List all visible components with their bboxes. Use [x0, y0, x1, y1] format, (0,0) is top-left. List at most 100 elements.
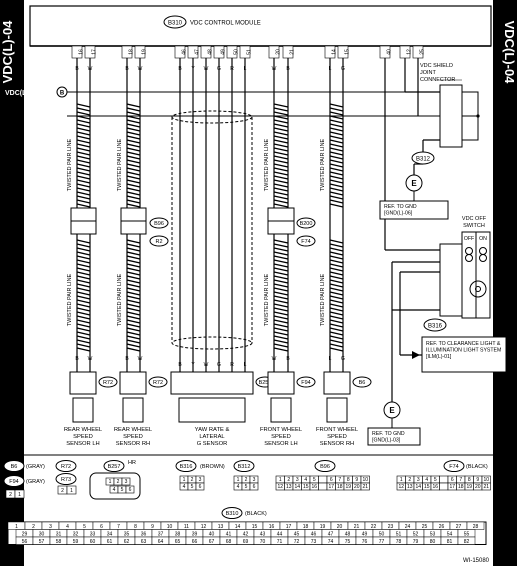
component-name: SENSOR RH [116, 441, 150, 447]
b310-pin: 5 [83, 524, 86, 530]
component-body [122, 397, 144, 423]
module-pin-number: 51 [247, 49, 253, 55]
pin-number: 6 [129, 487, 132, 493]
b310-pin: 67 [209, 539, 215, 545]
wire-color: L [329, 66, 332, 72]
pin-number: 10 [483, 477, 489, 483]
inline-connector-id: F74 [301, 239, 310, 245]
module-label: VDC CONTROL MODULE [190, 21, 261, 27]
b310-pin: 30 [39, 532, 45, 538]
component-connector [267, 371, 295, 395]
wire-color: W [272, 356, 277, 362]
pin-number: 7 [459, 477, 462, 483]
component-name: SPEED [123, 434, 143, 440]
pin-number: 15 [303, 484, 309, 490]
wire-color: W [204, 66, 209, 72]
pin-number: 1 [237, 477, 240, 483]
component-connector-id: R72 [103, 380, 113, 386]
b310-pin: 54 [447, 532, 453, 538]
pin-number: 5 [121, 487, 124, 493]
b310-pin: 32 [73, 532, 79, 538]
b310-pin: 7 [117, 524, 120, 530]
pin-number: 1 [70, 488, 73, 494]
module-pin-number: 46 [182, 49, 188, 55]
component-connector [69, 371, 97, 395]
b310-pin: 59 [73, 539, 79, 545]
pin-number: 14 [415, 484, 421, 490]
wire-color: B [178, 362, 182, 368]
b310-pin: 49 [362, 532, 368, 538]
wire-color: G [341, 66, 345, 72]
b310-pin: 23 [388, 524, 394, 530]
b310-pin: 81 [447, 539, 453, 545]
module-connector-id: B310 [168, 21, 183, 27]
pin-number: 13 [407, 484, 413, 490]
component-connector-id: R72 [153, 380, 163, 386]
pin-number: 2 [287, 477, 290, 483]
b310-pin: 72 [294, 539, 300, 545]
component-body [270, 397, 292, 423]
b310-pin: 75 [345, 539, 351, 545]
twisted-pair-label: TWISTED PAIR LINE [320, 273, 326, 326]
component-connector [170, 371, 254, 395]
b310-pin: 79 [413, 539, 419, 545]
connector-view-id: R73 [61, 477, 71, 483]
wire-color: B [178, 66, 182, 72]
module-pin-number: 12 [407, 49, 413, 55]
connector-view-id: B310 [226, 511, 239, 517]
figure-id: WI-15080 [463, 558, 490, 564]
b310-pin: 73 [311, 539, 317, 545]
b310-pin: 4 [66, 524, 69, 530]
b310-pin: 77 [379, 539, 385, 545]
pin-number: 4 [183, 484, 186, 490]
b310-pin: 16 [269, 524, 275, 530]
wire-color: W [204, 362, 209, 368]
b310-pin: 69 [243, 539, 249, 545]
b310-pin: 50 [379, 532, 385, 538]
offpage-link-bubble: B [60, 91, 65, 97]
b310-pin: 3 [49, 524, 52, 530]
inline-connector-id: B96 [154, 221, 164, 227]
component-name: SENSOR LH [264, 441, 298, 447]
pin-number: 16 [311, 484, 317, 490]
b310-pin: 8 [134, 524, 137, 530]
twisted-pair-label: TWISTED PAIR LINE [67, 138, 73, 191]
b310-pin: 19 [320, 524, 326, 530]
wire-color: B [286, 356, 290, 362]
component-name: G SENSOR [197, 441, 228, 447]
pin-number: 2 [9, 492, 12, 498]
bottom-ground-ref: REF. TO GND[GND(L)-03] [372, 431, 405, 444]
connector-color: (BLACK) [466, 464, 488, 470]
illumination-ref: REF. TO CLEARANCE LIGHT &ILLUMINATION LI… [426, 341, 501, 360]
component-name: FRONT WHEEL [260, 427, 303, 433]
wire-color: W [138, 356, 143, 362]
pin-number: 18 [458, 484, 464, 490]
pin-number: 4 [237, 484, 240, 490]
twisted-pair-label: TWISTED PAIR LINE [264, 273, 270, 326]
b310-pin: 11 [184, 524, 189, 530]
connector-view-id: F94 [9, 479, 18, 485]
pin-number: 12 [277, 484, 283, 490]
b310-pin: 47 [328, 532, 334, 538]
pin-number: 2 [117, 479, 120, 485]
component-name: SENSOR RH [320, 441, 354, 447]
component-connector-id: B6 [359, 380, 366, 386]
pin-number: 1 [400, 477, 403, 483]
module-pin-number: 21 [290, 49, 296, 55]
module-connector-bubble [163, 15, 187, 29]
wire-color: R [230, 362, 234, 368]
b310-pin: 1 [15, 524, 18, 530]
b310-pin: 17 [286, 524, 292, 530]
pin-number: 3 [199, 477, 202, 483]
b310-pin: 45 [294, 532, 300, 538]
shield-connector-id: B312 [416, 157, 431, 163]
twisted-pair-label: TWISTED PAIR LINE [320, 138, 326, 191]
wire-color: G [341, 356, 345, 362]
b310-pin: 74 [328, 539, 334, 545]
connector-color: (GRAY) [26, 464, 45, 470]
module-box [29, 5, 492, 47]
pin-number: 5 [245, 484, 248, 490]
b310-pin: 28 [473, 524, 479, 530]
b310-pin: 82 [464, 539, 470, 545]
connector-color: (BROWN) [200, 464, 225, 470]
